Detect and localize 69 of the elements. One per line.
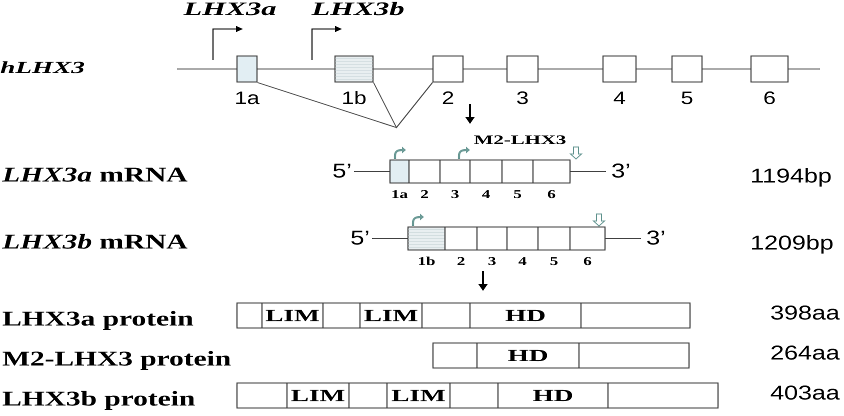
protein-segment <box>322 302 361 329</box>
protein-name: M2-LHX3 protein <box>2 350 231 370</box>
exon-number: 3 <box>488 257 496 266</box>
exon-number: 2 <box>421 190 428 198</box>
splice-line <box>373 82 433 128</box>
strand-end-label: 5’ <box>351 230 368 245</box>
exon-number: 5 <box>550 257 558 266</box>
exon-box <box>476 226 508 251</box>
exon-box <box>439 159 471 184</box>
length-label: 398aa <box>771 306 840 320</box>
exon-number: 1b <box>343 90 366 104</box>
protein-segment <box>236 302 263 329</box>
protein-segment <box>432 342 478 369</box>
exon-box <box>501 159 534 184</box>
domain-box: LIM <box>386 382 451 409</box>
transcript-name: LHX3b mRNA <box>2 234 188 249</box>
exon-number: 1a <box>392 190 408 198</box>
exon-number: 6 <box>548 190 556 198</box>
exon-box <box>569 226 606 251</box>
protein-name: LHX3a protein <box>2 310 194 330</box>
exon-box <box>506 55 539 83</box>
exon-box <box>671 55 703 83</box>
length-label: 1209bp <box>752 235 833 254</box>
exon-number: 3 <box>451 190 459 198</box>
protein-segment <box>236 382 288 409</box>
exon-number: 5 <box>514 190 522 198</box>
promoter-name: LHX3b <box>311 2 404 16</box>
exon-number: 2 <box>458 257 464 265</box>
promoter-name: LHX3a <box>183 2 276 16</box>
length-label: 403aa <box>770 386 840 400</box>
transcript-name: LHX3a mRNA <box>2 168 188 182</box>
isoform-name: M2-LHX3 <box>474 135 566 144</box>
exon-box <box>334 55 374 83</box>
protein-name: LHX3b protein <box>2 390 195 410</box>
domain-box: LIM <box>359 302 423 329</box>
exon-number: 1b <box>418 256 435 266</box>
exon-box <box>389 159 410 184</box>
domain-box: LIM <box>286 382 350 409</box>
protein-segment <box>607 382 719 409</box>
exon-number: 6 <box>764 91 775 104</box>
exon-box <box>432 55 464 83</box>
exon-box <box>506 226 539 251</box>
exon-box <box>532 159 571 184</box>
protein-segment <box>348 382 388 409</box>
exon-number: 4 <box>482 190 490 198</box>
exon-box <box>469 159 503 184</box>
exon-box <box>750 55 789 83</box>
length-label: 1194bp <box>752 168 831 187</box>
exon-number: 3 <box>517 91 528 104</box>
length-label: 264aa <box>771 346 840 360</box>
exon-box <box>444 226 478 251</box>
strand-end-label: 3’ <box>647 230 664 245</box>
exon-box <box>602 55 637 83</box>
protein-segment <box>580 302 691 329</box>
exon-number: 5 <box>682 92 692 104</box>
exon-number: 4 <box>614 92 626 104</box>
gene-name: hLHX3 <box>0 61 84 74</box>
strand-end-label: 5’ <box>333 164 350 178</box>
exon-box <box>408 159 441 184</box>
exon-box <box>537 226 571 251</box>
exon-box <box>236 55 258 83</box>
protein-segment <box>578 342 690 369</box>
exon-number: 1a <box>236 92 260 104</box>
protein-segment <box>421 302 471 329</box>
exon-number: 6 <box>584 257 592 266</box>
protein-segment <box>449 382 499 409</box>
exon-number: 2 <box>442 91 454 104</box>
exon-number: 4 <box>518 257 526 265</box>
strand-end-label: 3’ <box>612 164 630 178</box>
